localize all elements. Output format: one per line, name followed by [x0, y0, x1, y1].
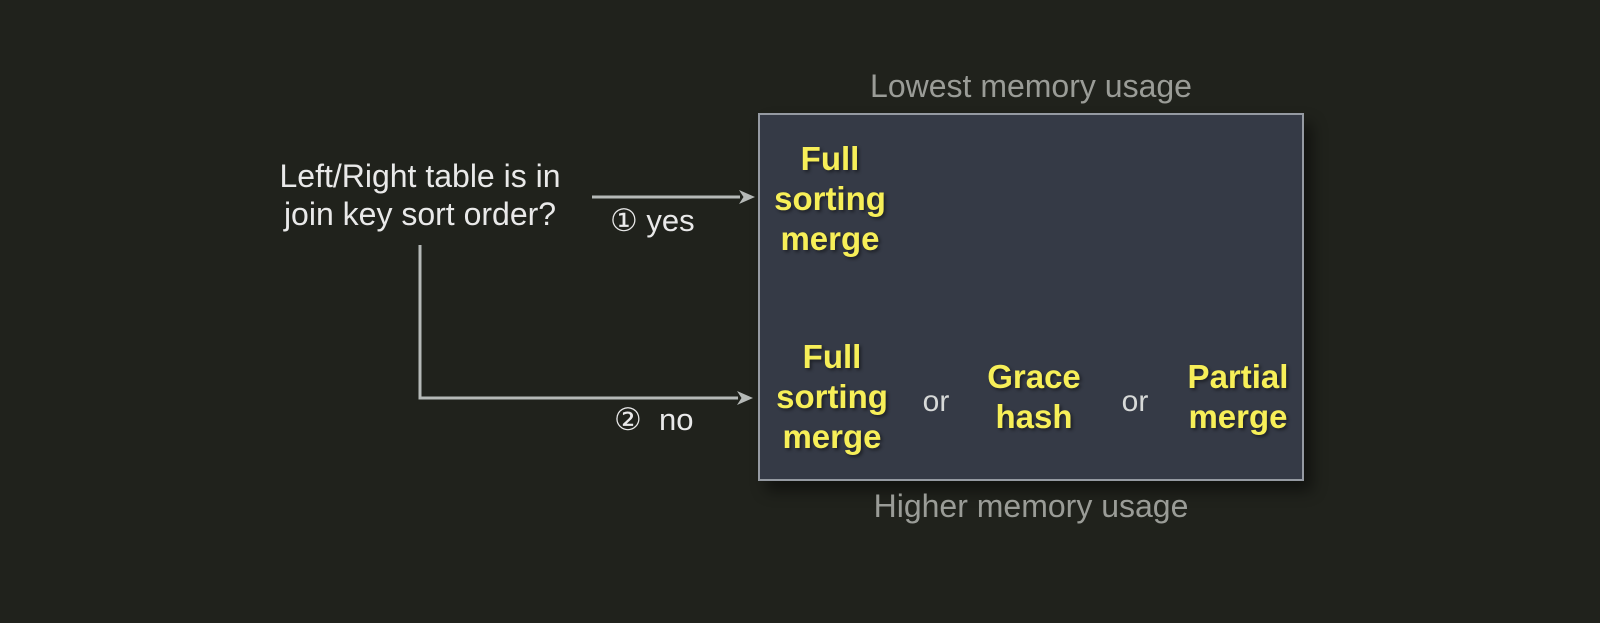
algorithm-partial-merge: Partial merge: [1187, 358, 1289, 435]
lowest-memory-label: Lowest memory usage: [870, 68, 1192, 104]
algorithm-full-sorting-merge-sorted: Full sorting merge: [774, 140, 886, 257]
yes-branch-label: ① yes: [610, 203, 695, 238]
no-arrow: [418, 245, 753, 405]
question-text: Left/Right table is in join key sort ord…: [279, 158, 561, 232]
no-branch-label: ② no: [614, 402, 694, 437]
algorithm-full-sorting-merge-unsorted: Full sorting merge: [776, 338, 888, 455]
or-separator-2: or: [1121, 385, 1149, 418]
algorithm-grace-hash: Grace hash: [987, 358, 1081, 435]
or-separator-1: or: [922, 385, 950, 418]
higher-memory-label: Higher memory usage: [873, 488, 1189, 524]
algorithms-box: Full sorting merge Full sorting merge or…: [758, 113, 1304, 481]
